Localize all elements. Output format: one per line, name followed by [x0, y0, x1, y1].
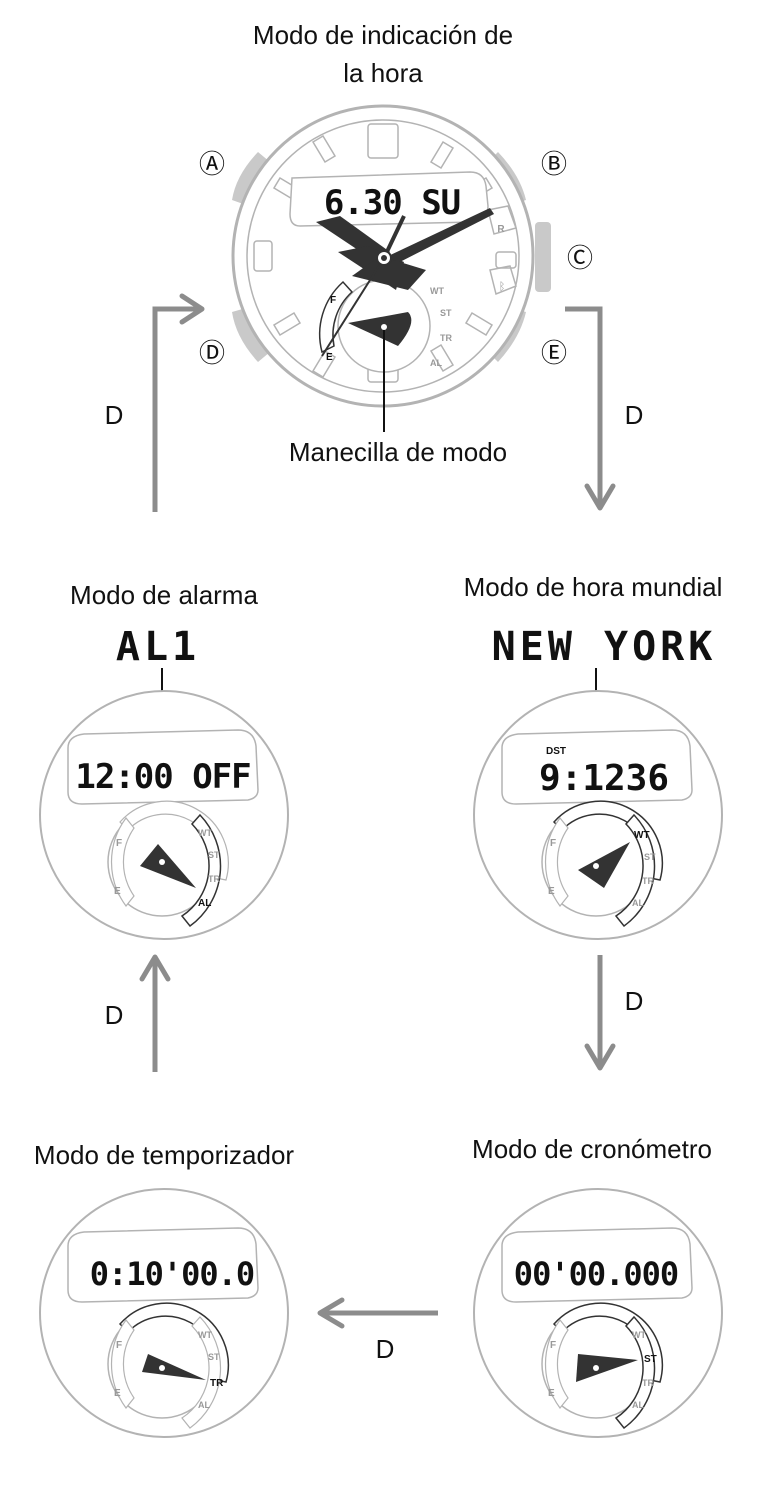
arrow-timekeeping-to-world [565, 306, 616, 511]
button-d-shape[interactable] [232, 308, 270, 362]
svg-text:ST: ST [644, 1354, 657, 1365]
svg-text:AL: AL [632, 1400, 644, 1410]
button-d-label: Ⓓ [199, 338, 225, 368]
arrow-alarm-to-timekeeping [152, 293, 205, 512]
svg-text:AL: AL [430, 358, 442, 368]
alarm-title: Modo de alarma [70, 580, 258, 610]
stopwatch-subdial: F E WT ST TR AL [541, 1302, 664, 1430]
svg-text:ST: ST [208, 1352, 220, 1362]
timekeeping-title-line2: la hora [343, 58, 423, 88]
svg-text:TR: TR [440, 333, 452, 343]
svg-text:TR: TR [642, 1378, 654, 1388]
svg-text:E: E [114, 1388, 121, 1399]
mode-hand-label: Manecilla de modo [289, 437, 507, 467]
button-a-shape[interactable] [232, 152, 270, 205]
arrow-label-bottom: D [376, 1334, 395, 1364]
arrow-stopwatch-to-timer [317, 1297, 438, 1329]
alarm-subdial: F E WT ST TR AL [107, 800, 229, 928]
world-time-title: Modo de hora mundial [464, 572, 723, 602]
alarm-lcd-text: 12:00 OFF [75, 757, 250, 797]
arrow-timer-to-alarm [139, 954, 171, 1072]
svg-text:E: E [114, 886, 121, 897]
svg-text:E: E [326, 352, 333, 363]
alarm-mode-hand [140, 844, 196, 888]
button-c-shape[interactable] [535, 222, 551, 292]
alarm-lcd [67, 729, 259, 805]
svg-text:ST: ST [208, 850, 220, 860]
timekeeping-watch: R ᛒ 6.30 SU F E WT ST TR AL [231, 104, 551, 408]
world-time-subdial: F E WT ST TR AL [541, 800, 664, 928]
svg-text:E: E [548, 1388, 555, 1399]
svg-text:F: F [116, 1340, 122, 1351]
svg-text:AL: AL [632, 898, 644, 908]
svg-text:ST: ST [644, 852, 656, 862]
svg-text:E: E [548, 886, 555, 897]
world-time-watch: DST 9:1236 F E WT ST TR AL [473, 690, 723, 940]
svg-text:ST: ST [440, 308, 452, 318]
button-e-label: Ⓔ [541, 338, 567, 368]
alarm-header: AL1 [116, 624, 200, 670]
timer-mode-hand [142, 1354, 206, 1380]
dst-indicator: DST [546, 746, 566, 757]
timekeeping-mode-hand [348, 312, 412, 346]
svg-text:WT: WT [632, 1330, 646, 1340]
svg-text:AL: AL [198, 1400, 210, 1410]
bluetooth-badge: ᛒ [489, 265, 517, 296]
world-time-lcd-text: 9:1236 [539, 758, 669, 799]
arrow-label-left-top: D [105, 400, 124, 430]
timer-lcd [67, 1227, 259, 1303]
button-c-label: Ⓒ [567, 243, 593, 273]
timer-subdial: F E WT ST TR AL [107, 1302, 230, 1429]
stopwatch-lcd [501, 1227, 693, 1303]
second-hand-tail [321, 257, 385, 357]
timekeeping-lcd-text: 6.30 SU [324, 183, 460, 223]
timer-lcd-text: 0:10'00.0 [90, 1255, 254, 1293]
svg-text:WT: WT [198, 828, 212, 838]
svg-text:F: F [550, 838, 556, 849]
alarm-watch: 12:00 OFF F E WT ST TR AL [39, 690, 289, 940]
stopwatch-mode-hand [576, 1354, 638, 1382]
world-time-lcd [501, 729, 693, 805]
r-badge: R [487, 205, 517, 235]
svg-text:WT: WT [634, 830, 650, 841]
minute-hand-right [384, 208, 494, 266]
arrow-label-right-mid: D [625, 986, 644, 1016]
svg-text:AL: AL [198, 898, 211, 909]
svg-text:TR: TR [642, 876, 654, 886]
svg-text:R: R [497, 224, 505, 235]
svg-text:F: F [550, 1340, 556, 1351]
timekeeping-subdial: F E WT ST TR AL [318, 279, 452, 373]
bluetooth-icon: ᛒ [499, 280, 506, 293]
hour-hand-lower [352, 256, 426, 290]
svg-text:WT: WT [198, 1330, 212, 1340]
timer-title: Modo de temporizador [34, 1140, 294, 1170]
stopwatch-title: Modo de cronómetro [472, 1134, 712, 1164]
button-a-label: Ⓐ [199, 149, 225, 179]
svg-text:F: F [116, 838, 122, 849]
stopwatch-watch: 00'00.000 F E WT ST TR AL [473, 1188, 723, 1438]
arrow-world-to-stopwatch [584, 955, 616, 1071]
stopwatch-lcd-text: 00'00.000 [514, 1255, 678, 1293]
world-time-mode-hand [578, 842, 630, 888]
svg-text:TR: TR [208, 874, 220, 884]
arrow-label-right-top: D [625, 400, 644, 430]
world-time-header: NEW YORK [492, 624, 717, 670]
svg-text:F: F [330, 295, 336, 306]
timekeeping-title-line1: Modo de indicación de [253, 20, 513, 50]
timer-watch: 0:10'00.0 F E WT ST TR AL [39, 1188, 289, 1438]
arrow-label-left-mid: D [105, 1000, 124, 1030]
svg-text:TR: TR [210, 1378, 224, 1389]
svg-text:WT: WT [430, 286, 444, 296]
button-b-label: Ⓑ [541, 149, 567, 179]
